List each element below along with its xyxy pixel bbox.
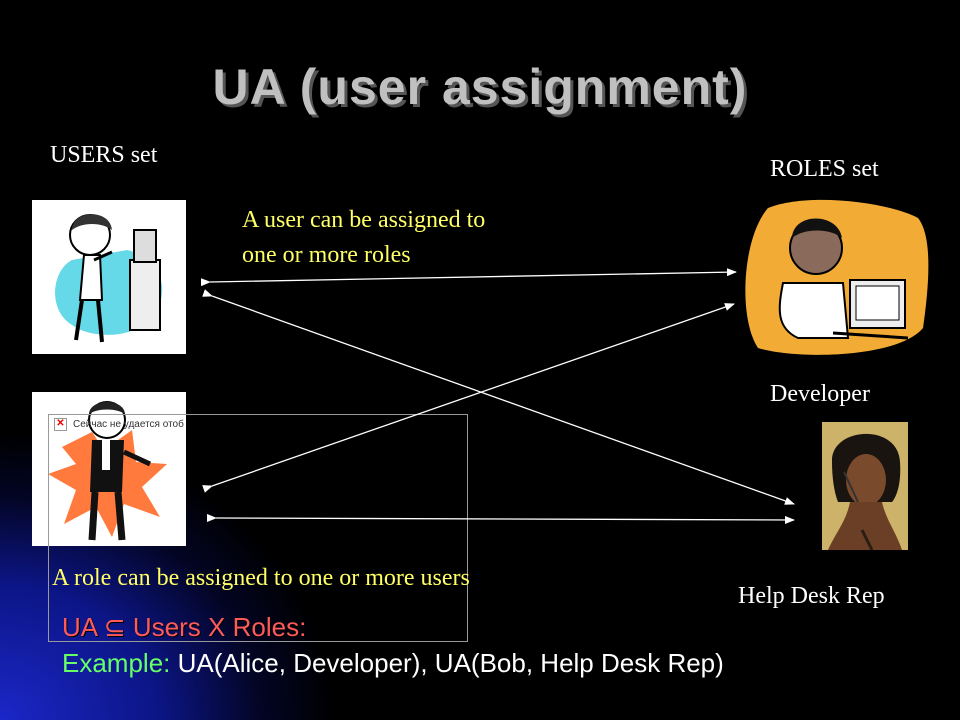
arrow-alice-helpdesk [202,289,795,505]
arrow-bob-developer [202,303,735,493]
arrow-bob-helpdesk [206,513,795,524]
user-assign-note-line2: one or more roles [242,242,411,268]
example-key: Example: [62,648,171,678]
man-user-illustration [48,401,167,541]
woman-user-illustration [55,214,163,343]
user-assign-note-line1: A user can be assigned to [242,207,486,233]
role-assign-note: A role can be assigned to one or more us… [52,565,470,591]
helpdesk-role-label: Help Desk Rep [738,583,885,609]
ua-example: Example: UA(Alice, Developer), UA(Bob, H… [62,648,724,679]
broken-image-placeholder: ✕ Сейчас не удается отоб [54,418,184,431]
roles-set-label: ROLES set [770,156,879,182]
user-alice-image [32,200,186,354]
ua-formula: UA ⊆ Users X Roles: [62,612,307,642]
broken-image-text: Сейчас не удается отоб [73,419,184,430]
arrow-alice-developer [200,268,737,287]
example-value: UA(Alice, Developer), UA(Bob, Help Desk … [170,648,724,678]
slide-title: UA (user assignment) [212,59,748,115]
broken-image-icon: ✕ [54,418,67,431]
users-set-label: USERS set [50,142,158,168]
user-bob-image [32,392,186,546]
helpdesk-role-image [822,422,908,550]
helpdesk-photo [822,422,908,550]
